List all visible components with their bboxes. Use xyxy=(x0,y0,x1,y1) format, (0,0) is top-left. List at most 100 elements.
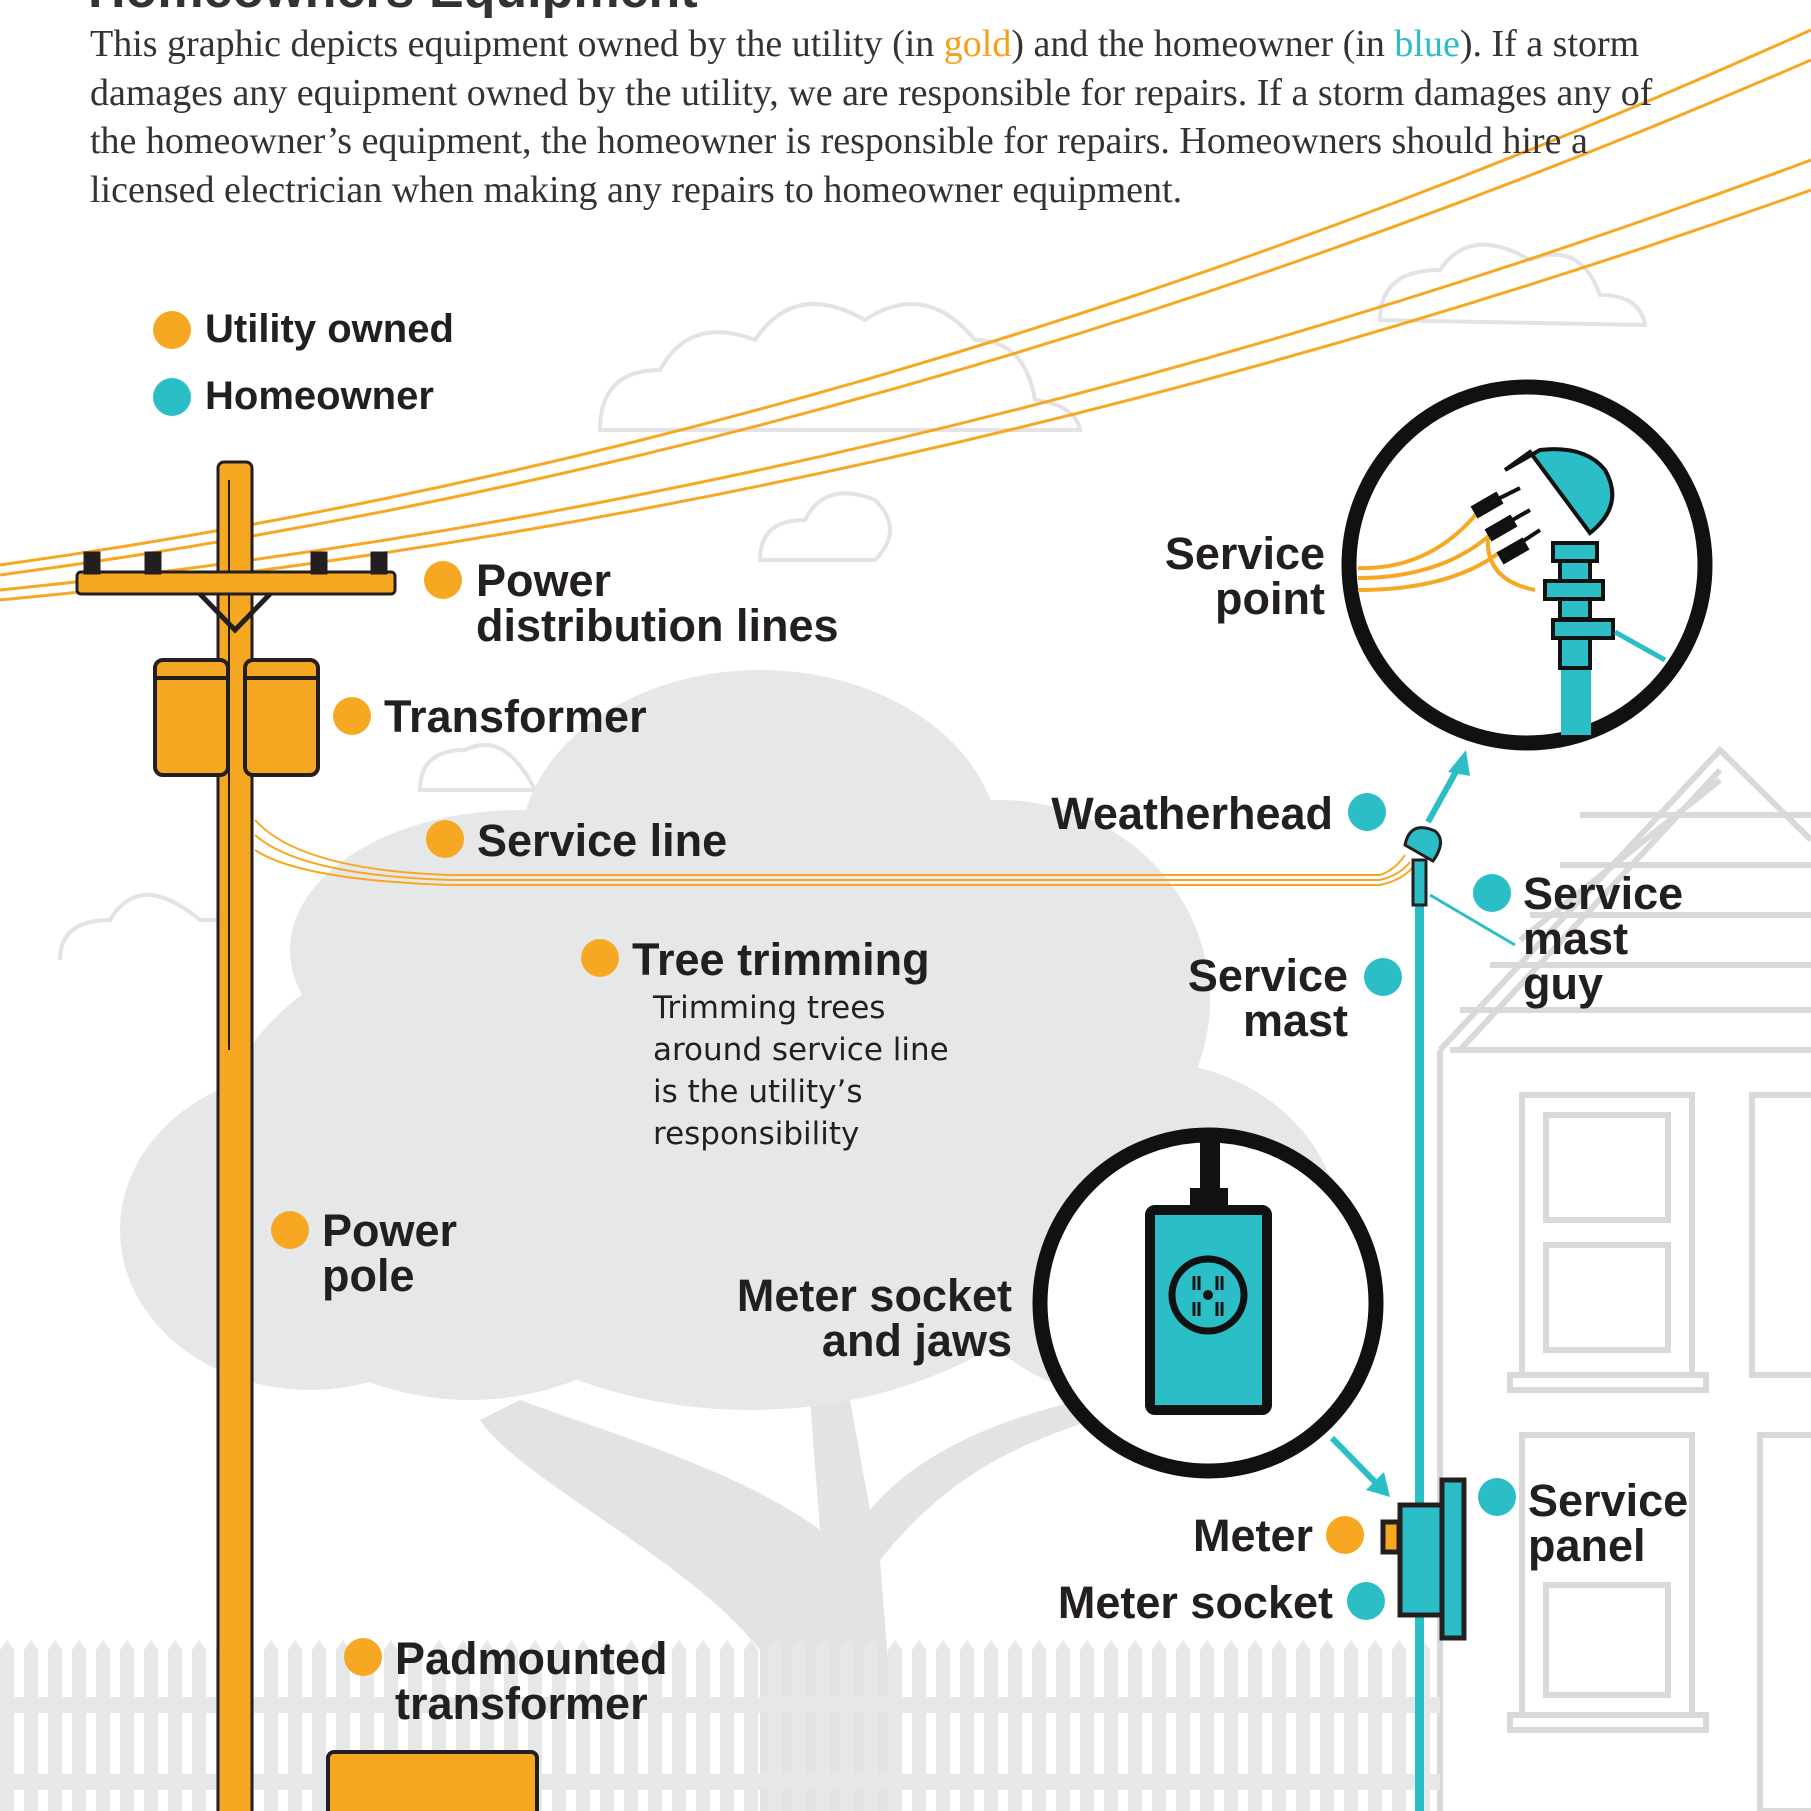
service-mast-dot xyxy=(1364,958,1402,996)
page-title: Homeowners Equipment xyxy=(88,0,698,20)
service-panel-dot xyxy=(1478,1478,1516,1516)
fence-picket xyxy=(648,1640,662,1811)
padmounted-transformer xyxy=(326,1750,539,1811)
weatherhead-label: Weatherhead xyxy=(1051,788,1333,839)
fence-picket xyxy=(1032,1640,1046,1811)
legend-homeowner-label: Homeowner xyxy=(205,374,434,418)
fence-picket xyxy=(1104,1640,1118,1811)
picket-fence xyxy=(0,1640,1440,1811)
meter-socket-dot xyxy=(1347,1582,1385,1620)
weatherhead-dot xyxy=(1348,793,1386,831)
meter-label: Meter xyxy=(1192,1510,1313,1561)
fence-picket xyxy=(960,1640,974,1811)
service-mast xyxy=(1403,826,1516,1811)
power-pole xyxy=(75,460,397,1811)
meter-dot xyxy=(1326,1516,1364,1554)
service-mast-guy-label: Service mast guy xyxy=(1523,868,1684,1009)
blue-word: blue xyxy=(1394,23,1460,65)
fence-picket xyxy=(1368,1640,1382,1811)
fence-picket xyxy=(576,1640,590,1811)
fence-picket xyxy=(696,1640,710,1811)
fence-picket xyxy=(288,1640,302,1811)
legend-homeowner-dot xyxy=(153,378,191,416)
fence-picket xyxy=(1056,1640,1070,1811)
fence-picket xyxy=(1248,1640,1262,1811)
fence-picket xyxy=(24,1640,38,1811)
fence-picket xyxy=(864,1640,878,1811)
fence-picket xyxy=(600,1640,614,1811)
intro-text: This graphic depicts equipment owned by … xyxy=(90,23,944,65)
fence-picket xyxy=(912,1640,926,1811)
power-distribution-lines-dot xyxy=(424,561,462,599)
gold-word: gold xyxy=(943,23,1012,65)
fence-picket xyxy=(768,1640,782,1811)
fence-picket xyxy=(1008,1640,1022,1811)
service-panel-label: Service panel xyxy=(1528,1475,1689,1571)
service-point-detail-circle xyxy=(1341,379,1713,751)
fence-picket xyxy=(1128,1640,1142,1811)
service-line xyxy=(254,819,1413,886)
fence-picket xyxy=(1176,1640,1190,1811)
tree-trimming-label: Tree trimming xyxy=(632,934,930,985)
power-pole-dot xyxy=(271,1211,309,1249)
fence-picket xyxy=(792,1640,806,1811)
tree-trimming-dot xyxy=(581,939,619,977)
fence-picket xyxy=(888,1640,902,1811)
padmounted-transformer-dot xyxy=(344,1638,382,1676)
fence-rail xyxy=(0,1697,1440,1713)
fence-picket xyxy=(1272,1640,1286,1811)
fence-picket xyxy=(1320,1640,1334,1811)
fence-picket xyxy=(744,1640,758,1811)
fence-picket xyxy=(48,1640,62,1811)
service-line-label: Service line xyxy=(477,815,728,866)
intro-paragraph: This graphic depicts equipment owned by … xyxy=(90,20,1690,214)
padmounted-transformer-label: Padmounted transformer xyxy=(395,1633,668,1729)
fence-picket xyxy=(552,1640,566,1811)
pole-transformer xyxy=(153,658,320,777)
fence-picket xyxy=(168,1640,182,1811)
fence-picket xyxy=(1392,1640,1406,1811)
fence-picket xyxy=(1080,1640,1094,1811)
fence-picket xyxy=(840,1640,854,1811)
fence-picket xyxy=(1296,1640,1310,1811)
fence-picket xyxy=(816,1640,830,1811)
service-mast-guy-dot xyxy=(1473,874,1511,912)
fence-picket xyxy=(1152,1640,1166,1811)
meter-assembly xyxy=(1380,1477,1467,1641)
power-pole-label: Power pole xyxy=(322,1205,458,1301)
transformer-label: Transformer xyxy=(384,691,647,742)
fence-picket xyxy=(984,1640,998,1811)
fence-picket xyxy=(312,1640,326,1811)
fence-picket xyxy=(672,1640,686,1811)
fence-picket xyxy=(192,1640,206,1811)
service-line-dot xyxy=(426,820,464,858)
fence-picket xyxy=(1224,1640,1238,1811)
meter-socket-label: Meter socket xyxy=(1057,1577,1333,1628)
intro-text: ). If a storm damages any equipment owne… xyxy=(90,23,1653,211)
fence-picket xyxy=(624,1640,638,1811)
fence-picket xyxy=(1200,1640,1214,1811)
fence-picket xyxy=(0,1640,14,1811)
fence-picket xyxy=(144,1640,158,1811)
transformer-dot xyxy=(333,697,371,735)
house xyxy=(1437,745,1811,1811)
meter-socket-and-jaws-label: Meter socket and jaws xyxy=(736,1270,1012,1366)
fence-picket xyxy=(936,1640,950,1811)
service-mast-label: Service mast xyxy=(1187,950,1348,1046)
tree xyxy=(120,670,1340,1811)
fence-picket xyxy=(264,1640,278,1811)
fence-picket xyxy=(72,1640,86,1811)
fence-picket xyxy=(96,1640,110,1811)
power-distribution-lines-label: Power distribution lines xyxy=(476,555,839,651)
fence-rail xyxy=(0,1774,1440,1790)
intro-text: ) and the homeowner (in xyxy=(1011,23,1395,65)
fence-picket xyxy=(720,1640,734,1811)
arrows xyxy=(1329,750,1470,1497)
service-point-label: Service point xyxy=(1164,528,1325,624)
fence-picket xyxy=(1344,1640,1358,1811)
legend-utility-dot xyxy=(153,311,191,349)
fence-picket xyxy=(120,1640,134,1811)
power-distribution-lines xyxy=(0,28,1811,602)
